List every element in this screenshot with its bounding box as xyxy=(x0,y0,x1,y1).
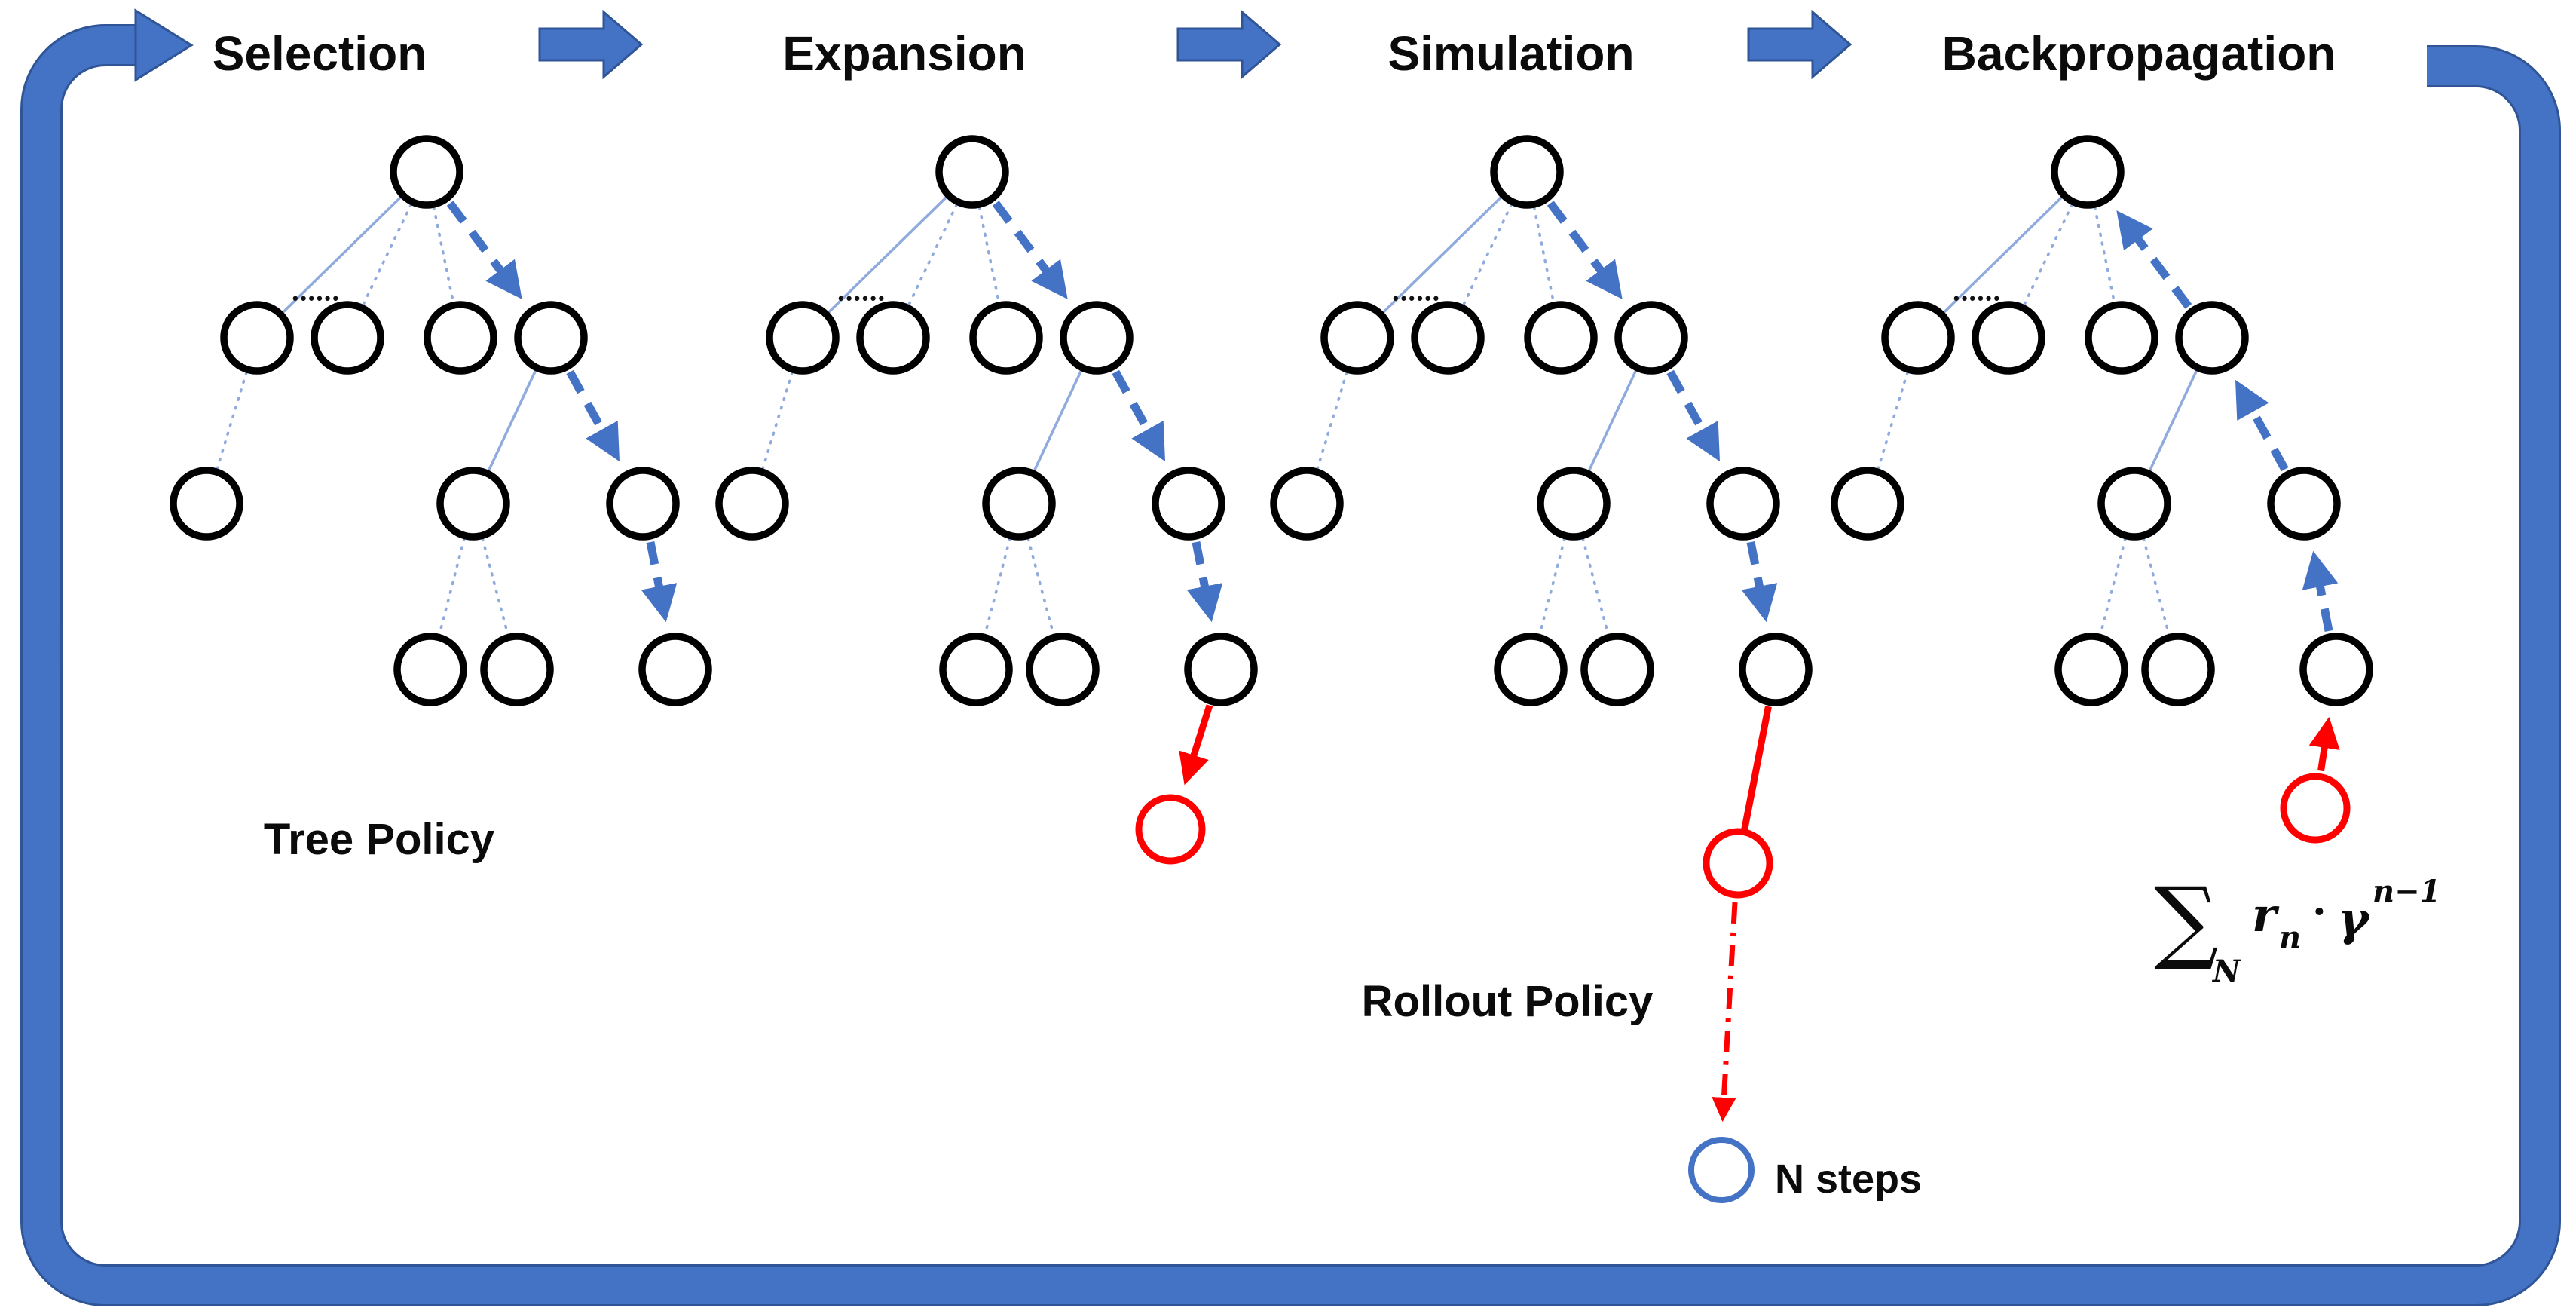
tree-node-c1 xyxy=(766,301,840,375)
tree-selection: •••••• xyxy=(170,135,712,706)
tree-node-e3 xyxy=(1184,633,1258,706)
formula-gamma-var: γ xyxy=(2338,891,2371,946)
formula-sum-symbol: ∑ xyxy=(2154,868,2219,973)
selection-path-arrow xyxy=(992,201,1068,299)
tree-node-e2 xyxy=(1580,633,1654,706)
tree-node-c1 xyxy=(220,301,294,375)
tree-node-c2 xyxy=(311,301,384,375)
tree-simulation: •••••• xyxy=(1270,135,1813,1203)
tree-node-e3 xyxy=(1739,633,1813,706)
tree-node-root xyxy=(390,135,463,209)
phase-title-simulation: Simulation xyxy=(1387,26,1634,81)
tree-node-c4 xyxy=(1614,301,1688,375)
selection-path-arrow xyxy=(1741,541,1778,623)
tree-node-d2 xyxy=(436,467,510,541)
tree-node-d2 xyxy=(1537,467,1611,541)
tree-node-d1 xyxy=(1270,467,1344,541)
tree-edge xyxy=(255,170,428,339)
selection-path-arrow xyxy=(1666,369,1721,462)
tree-node-d1 xyxy=(1831,467,1904,541)
tree-node-c1 xyxy=(1881,301,1955,375)
phase-arrow-icon xyxy=(1176,9,1282,80)
tree-node-d2 xyxy=(982,467,1056,541)
more-children-ellipsis: •••••• xyxy=(1953,289,2002,308)
backprop-path-arrow xyxy=(2302,550,2339,633)
phase-title-expansion: Expansion xyxy=(782,26,1026,81)
expansion-arrow xyxy=(1179,704,1213,786)
tree-node-d1 xyxy=(170,467,243,541)
tree-node-e1 xyxy=(1494,633,1568,706)
tree-node-root xyxy=(2051,135,2125,209)
tree-node-root xyxy=(935,135,1009,209)
rollout-policy-label: Rollout Policy xyxy=(1362,977,1654,1026)
selection-path-arrow xyxy=(446,201,522,299)
tree-node-c2 xyxy=(1411,301,1485,375)
selection-path-arrow xyxy=(1547,201,1623,299)
phase-arrow-icon xyxy=(1747,9,1852,80)
rollout-arrow xyxy=(1712,902,1738,1123)
tree-policy-label: Tree Policy xyxy=(264,815,494,864)
more-children-ellipsis: •••••• xyxy=(292,289,341,308)
tree-node-e2 xyxy=(480,633,554,706)
selection-path-arrow xyxy=(1186,541,1223,623)
backprop-path-arrow xyxy=(2235,379,2289,472)
tree-node-c3 xyxy=(969,301,1043,375)
tree-node-root xyxy=(1490,135,1564,209)
tree-node-e3 xyxy=(638,633,712,706)
tree-node-e1 xyxy=(393,633,467,706)
backprop-path-arrow xyxy=(2116,210,2192,309)
phase-headers: Selection Expansion Simulation Backpropa… xyxy=(213,9,2336,81)
tree-node-e3 xyxy=(2299,633,2373,706)
tree-node-e1 xyxy=(939,633,1013,706)
tree-node-d3 xyxy=(1706,467,1780,541)
tree-node-c3 xyxy=(1524,301,1598,375)
phase-title-backpropagation: Backpropagation xyxy=(1942,26,2336,81)
tree-node-d1 xyxy=(715,467,789,541)
tree-edge xyxy=(1356,170,1528,339)
expanded-node xyxy=(2280,773,2351,844)
tree-node-c2 xyxy=(1972,301,2045,375)
n-steps-label: N steps xyxy=(1775,1156,1922,1202)
expanded-node xyxy=(1703,828,1773,899)
phase-title-selection: Selection xyxy=(213,26,427,81)
tree-node-c4 xyxy=(1060,301,1134,375)
tree-edge xyxy=(801,170,974,339)
selection-path-arrow xyxy=(641,541,678,623)
backup-formula: ∑ N r n · γ n−1 xyxy=(2154,868,2440,989)
tree-node-c4 xyxy=(514,301,588,375)
tree-node-e2 xyxy=(1026,633,1100,706)
tree-edge xyxy=(1917,170,2089,339)
loop-border xyxy=(23,26,2559,1304)
selection-path-arrow xyxy=(1112,369,1166,462)
loop-arrowhead-icon xyxy=(134,8,194,82)
rollout-end-node xyxy=(1688,1137,1755,1203)
tree-node-e2 xyxy=(2141,633,2215,706)
trees-layer: •••••• •••••• •••••• •••••• xyxy=(170,135,2373,1203)
formula-dot: · xyxy=(2312,887,2327,936)
more-children-ellipsis: •••••• xyxy=(838,289,886,308)
tree-node-e1 xyxy=(2054,633,2128,706)
tree-backpropagation: •••••• xyxy=(1831,135,2373,844)
more-children-ellipsis: •••••• xyxy=(1393,289,1441,308)
formula-reward-var: r xyxy=(2252,887,2280,942)
backprop-reward-arrow xyxy=(2308,716,2340,772)
phase-arrow-icon xyxy=(538,9,644,80)
formula-sum-subscript: N xyxy=(2211,954,2241,989)
tree-node-d3 xyxy=(606,467,680,541)
tree-node-c1 xyxy=(1320,301,1394,375)
tree-node-c3 xyxy=(424,301,497,375)
expanded-node xyxy=(1135,794,1206,865)
tree-node-d3 xyxy=(2267,467,2341,541)
tree-node-c2 xyxy=(856,301,930,375)
simulation-link xyxy=(1741,706,1772,830)
formula-gamma-exp: n−1 xyxy=(2373,874,2440,909)
selection-path-arrow xyxy=(566,369,620,462)
tree-node-d2 xyxy=(2097,467,2171,541)
tree-expansion: •••••• xyxy=(715,135,1258,865)
formula-reward-sub: n xyxy=(2279,920,2301,955)
tree-node-c3 xyxy=(2085,301,2158,375)
tree-node-c4 xyxy=(2175,301,2249,375)
tree-node-d3 xyxy=(1152,467,1225,541)
